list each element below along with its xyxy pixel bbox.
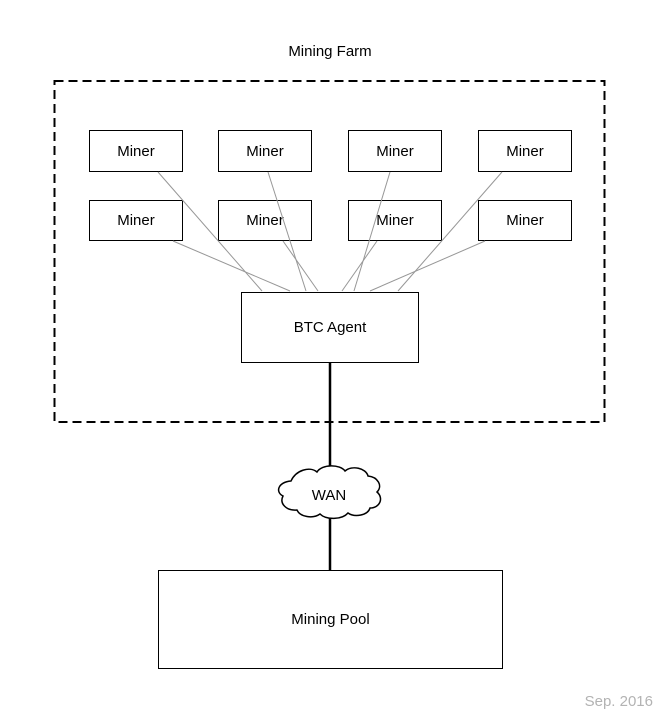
- miner-label: Miner: [117, 212, 155, 229]
- miner-label: Miner: [246, 212, 284, 229]
- wan-cloud-shape: [277, 465, 382, 520]
- date-label: Sep. 2016: [584, 693, 653, 710]
- miner-box-2: Miner: [218, 130, 312, 172]
- btc-agent-box: BTC Agent: [241, 292, 419, 363]
- miner-box-4: Miner: [478, 130, 572, 172]
- connector-line: [282, 240, 319, 292]
- miner-box-1: Miner: [89, 130, 183, 172]
- connector-line: [341, 240, 378, 292]
- mining-pool-box: Mining Pool: [158, 570, 503, 669]
- btc-agent-label: BTC Agent: [293, 319, 367, 336]
- miner-box-8: Miner: [478, 200, 572, 241]
- miner-label: Miner: [376, 142, 414, 160]
- miner-label: Miner: [506, 142, 544, 160]
- miner-label: Miner: [117, 142, 155, 160]
- miner-label: Miner: [506, 212, 544, 229]
- mining-pool-label: Mining Pool: [291, 611, 370, 628]
- miner-connector-lines: [157, 171, 503, 292]
- connector-line: [369, 240, 486, 292]
- miner-label: Miner: [246, 142, 284, 160]
- miner-box-6: Miner: [218, 200, 312, 241]
- wan-label: WAN: [311, 486, 347, 504]
- miner-box-7: Miner: [348, 200, 442, 241]
- miner-label: Miner: [376, 212, 414, 229]
- diagram-title: Mining Farm: [288, 43, 372, 60]
- miner-box-3: Miner: [348, 130, 442, 172]
- connector-line: [172, 240, 291, 292]
- miner-box-5: Miner: [89, 200, 183, 241]
